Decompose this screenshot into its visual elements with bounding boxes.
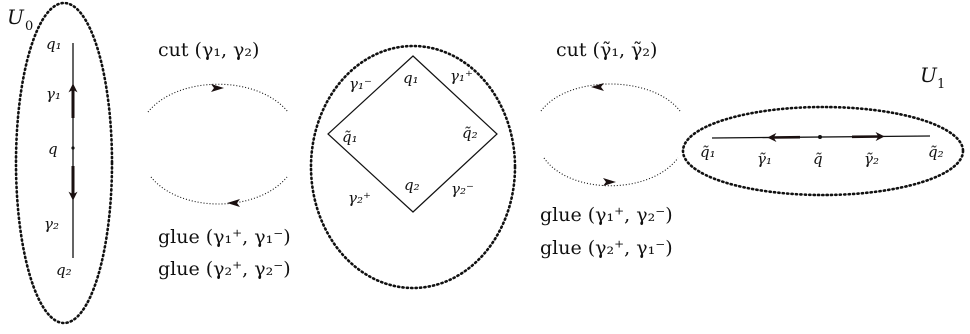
cut-operation-first: cut (γ₁, γ₂) [158, 39, 259, 61]
point-q [71, 146, 74, 149]
point-q-tilde [818, 135, 822, 139]
label-gamma1-plus: γ₁⁺ [450, 67, 473, 85]
label-gamma2-plus: γ₂⁺ [348, 189, 371, 207]
label-q-tilde1-square: q̃₁ [342, 128, 358, 146]
glue-arc-first [151, 177, 287, 204]
label-gamma2-minus: γ₂⁻ [451, 180, 474, 198]
cut-arc-second-arrowhead [591, 83, 604, 91]
cut-operation-second: cut (γ̃₁, γ̃₂) [556, 39, 657, 61]
label-q-tilde-u1: q̃ [813, 150, 823, 168]
label-q-tilde2-u1: q̃₂ [928, 143, 944, 161]
glue-arc-second-arrowhead [603, 178, 616, 186]
region-u1-subscript: 1 [937, 77, 945, 92]
glue-operation-second-b: glue (γ₂⁺, γ₁⁻) [540, 237, 673, 259]
label-q-tilde2-square: q̃₂ [462, 124, 478, 142]
region-u1-boundary [683, 107, 963, 195]
label-q1-square: q₁ [403, 69, 419, 87]
glue-arc-first-arrowhead [227, 199, 240, 207]
label-gamma2-u0: γ₂ [44, 215, 59, 233]
label-gamma1-minus: γ₁⁻ [349, 75, 372, 93]
label-q-u0: q [48, 140, 58, 158]
glue-operation-second-a: glue (γ₁⁺, γ₂⁻) [540, 204, 673, 226]
region-u0-subscript: 0 [25, 19, 33, 34]
region-u0-label: U [7, 5, 25, 29]
cut-arc-second [541, 84, 680, 111]
cut-arc-first-arrowhead [211, 84, 224, 92]
label-q2-u0: q₂ [56, 261, 72, 279]
label-gamma-tilde1-u1: γ̃₁ [757, 150, 772, 168]
region-u1-label: U [920, 63, 938, 87]
label-q2-square: q₂ [404, 176, 420, 194]
glue-operation-first-a: glue (γ₁⁺, γ₁⁻) [158, 226, 291, 248]
label-q1-u0: q₁ [46, 35, 62, 53]
label-q-tilde1-u1: q̃₁ [700, 143, 716, 161]
glue-operation-first-b: glue (γ₂⁺, γ₂⁻) [158, 258, 291, 280]
label-gamma-tilde2-u1: γ̃₂ [864, 150, 879, 168]
label-gamma1-u0: γ₁ [46, 85, 61, 103]
